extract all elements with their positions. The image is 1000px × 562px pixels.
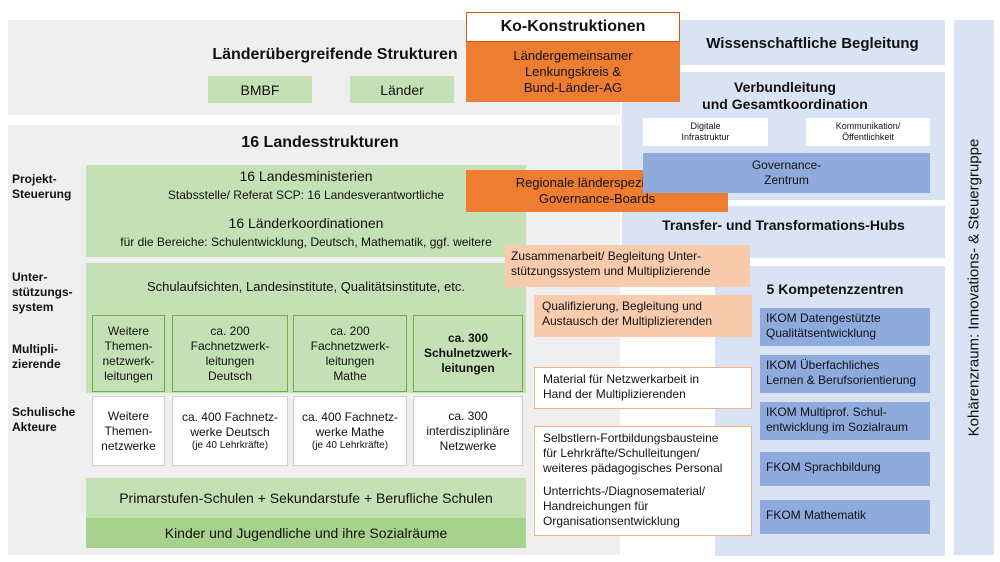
zusammenarbeit-box: Zusammenarbeit/ Begleitung Unter-stützun… <box>505 245 750 287</box>
transfer-title: Transfer- und Transformations-Hubs <box>662 217 905 233</box>
schulaufsichten-text: Schulaufsichten, Landesinstitute, Qualit… <box>147 278 465 294</box>
kohaerenz-label: Kohärenzraum: Innovations- & Steuergrupp… <box>965 138 983 437</box>
ministerien-box <box>86 165 526 257</box>
row-label-unterstuetzung: Unter-stützungs-system <box>12 270 73 314</box>
laender-box: Länder <box>350 76 454 103</box>
kohaerenz-panel <box>954 20 994 555</box>
ko-konstruktionen-title: Ko-Konstruktionen <box>466 12 680 42</box>
wiss-title: Wissenschaftliche Begleitung <box>706 34 919 52</box>
kompetenz-title: 5 Kompetenzzentren <box>766 281 904 297</box>
row-label-multipli: Multipli-zierende <box>12 342 61 371</box>
kommunikation-box: Kommunikation/Öffentlichkeit <box>806 118 930 146</box>
akteure-box-mathe: ca. 400 Fachnetz-werke Mathe (je 40 Lehr… <box>293 396 407 466</box>
governance-zentrum-box: Governance-Zentrum <box>643 153 930 193</box>
kinder-box: Kinder und Jugendliche und ihre Sozialrä… <box>86 518 526 548</box>
center-fkom-mathe: FKOM Mathematik <box>760 500 930 534</box>
unterricht-text: Unterrichts-/Diagnosematerial/Handreichu… <box>543 484 706 528</box>
center-ikom-multiprof: IKOM Multiprof. Schul-entwicklung im Soz… <box>760 402 930 440</box>
center-fkom-sprach: FKOM Sprachbildung <box>760 452 930 486</box>
row-label-projekt: Projekt-Steuerung <box>12 172 72 201</box>
ministerien-title: 16 Landesministerien <box>239 168 373 184</box>
ministerien-sub: Stabsstelle/ Referat SCP: 16 Landesveran… <box>167 188 445 202</box>
bmbf-box: BMBF <box>208 76 312 103</box>
akteure-box-deutsch: ca. 400 Fachnetz-werke Deutsch (je 40 Le… <box>172 396 288 466</box>
koordinationen-sub: für die Bereiche: Schulentwicklung, Deut… <box>120 235 492 249</box>
koordinationen-title: 16 Länderkoordinationen <box>228 215 384 231</box>
wiss-panel <box>680 20 945 65</box>
primarstufe-box: Primarstufen-Schulen + Sekundarstufe + B… <box>86 478 526 518</box>
lenkungskreis-box: Ländergemeinsamer Lenkungskreis & Bund-L… <box>466 42 680 102</box>
laenderuebergreifend-title: Länderübergreifende Strukturen <box>212 46 458 63</box>
landesstrukturen-title: 16 Landesstrukturen <box>241 134 399 151</box>
unterstuetzung-box <box>86 263 526 393</box>
